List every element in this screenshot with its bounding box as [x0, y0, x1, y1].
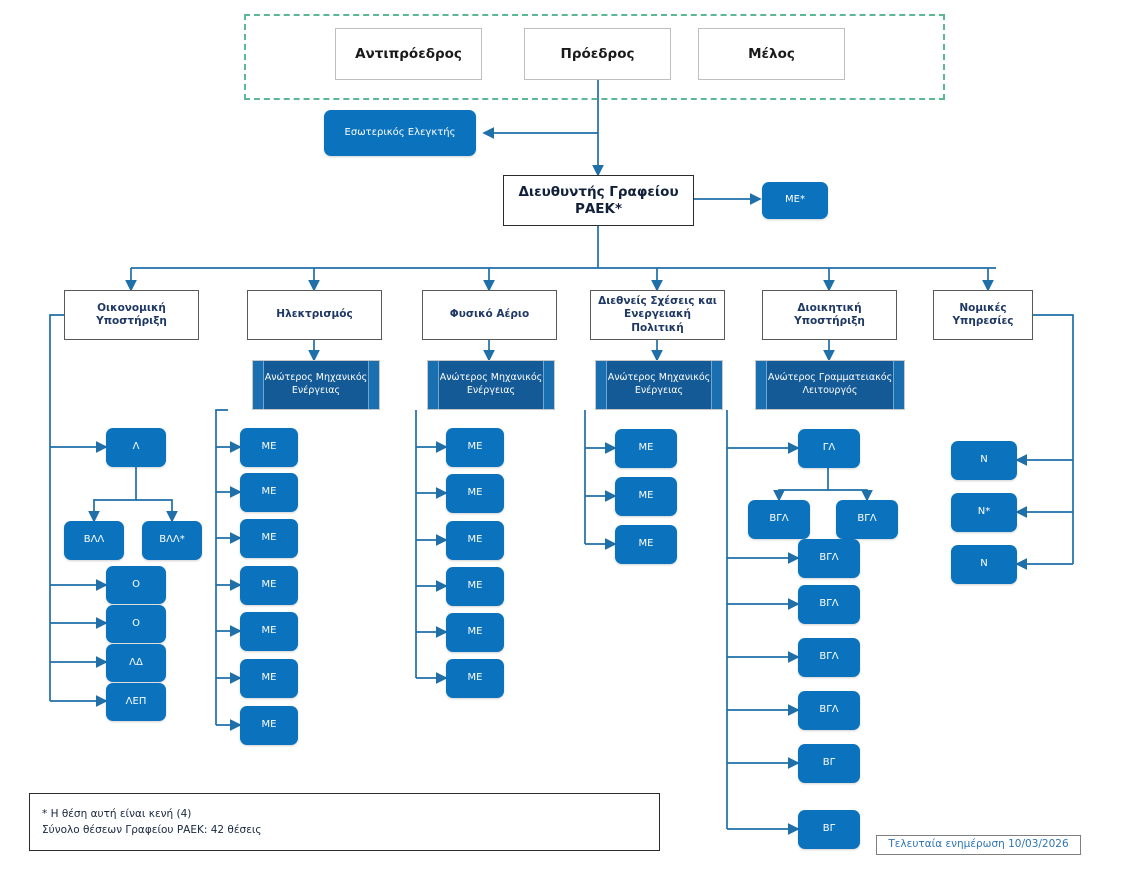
board-member-vice-chair[interactable]: Αντιπρόεδρος [335, 28, 482, 80]
gas-staff-box-5[interactable]: ΜΕ [446, 613, 504, 652]
department-box-administrative-support[interactable]: Διοικητική Υποστήριξη [762, 290, 897, 340]
legal-staff-box-2[interactable]: Ν* [951, 493, 1017, 532]
finance-staff-box-1[interactable]: Ο [106, 566, 166, 604]
electricity-staff-box-2[interactable]: ΜΕ [240, 473, 298, 512]
gas-staff-box-3[interactable]: ΜΕ [446, 521, 504, 560]
senior-banner-electricity[interactable]: Ανώτερος Μηχανικός Ενέργειας [252, 360, 380, 410]
electricity-staff-box-3[interactable]: ΜΕ [240, 519, 298, 558]
finance-head-child-box-2[interactable]: ΒΛΛ* [142, 521, 202, 560]
department-box-gas[interactable]: Φυσικό Αέριο [422, 290, 557, 340]
electricity-staff-box-5[interactable]: ΜΕ [240, 612, 298, 651]
last-updated-stamp: Τελευταία ενημέρωση 10/03/2026 [876, 835, 1081, 855]
legal-staff-box-1[interactable]: Ν [951, 441, 1017, 480]
finance-head-child-box-1[interactable]: ΒΛΛ [64, 521, 124, 560]
senior-banner-gas[interactable]: Ανώτερος Μηχανικός Ενέργειας [427, 360, 555, 410]
admin-head-box[interactable]: ΓΛ [798, 429, 860, 468]
admin-staff-box-1[interactable]: ΒΓΛ [798, 539, 860, 578]
admin-staff-box-6[interactable]: ΒΓ [798, 810, 860, 849]
electricity-staff-box-7[interactable]: ΜΕ [240, 706, 298, 745]
director-box[interactable]: Διευθυντής Γραφείου ΡΑΕΚ* [503, 175, 694, 226]
senior-banner-electricity-label: Ανώτερος Μηχανικός Ενέργειας [264, 372, 368, 396]
director-assistant-box[interactable]: ΜΕ* [762, 182, 828, 219]
department-box-finance[interactable]: Οικονομική Υποστήριξη [64, 290, 199, 340]
electricity-staff-box-1[interactable]: ΜΕ [240, 428, 298, 467]
admin-staff-box-3[interactable]: ΒΓΛ [798, 638, 860, 677]
board-member-chair[interactable]: Πρόεδρος [524, 28, 671, 80]
electricity-staff-box-4[interactable]: ΜΕ [240, 566, 298, 605]
admin-head-child-box-2[interactable]: ΒΓΛ [836, 500, 898, 539]
senior-banner-international[interactable]: Ανώτερος Μηχανικός Ενέργειας [595, 360, 723, 410]
finance-staff-box-4[interactable]: ΛΕΠ [106, 683, 166, 721]
legal-staff-box-3[interactable]: Ν [951, 545, 1017, 584]
international-staff-box-2[interactable]: ΜΕ [615, 477, 677, 516]
admin-staff-box-2[interactable]: ΒΓΛ [798, 585, 860, 624]
gas-staff-box-6[interactable]: ΜΕ [446, 659, 504, 698]
footnote-box: * Η θέση αυτή είναι κενή (4) Σύνολο θέσε… [29, 793, 660, 851]
department-box-international-relations[interactable]: Διεθνείς Σχέσεις και Ενεργειακή Πολιτική [590, 290, 725, 340]
gas-staff-box-4[interactable]: ΜΕ [446, 567, 504, 606]
department-box-electricity[interactable]: Ηλεκτρισμός [247, 290, 382, 340]
finance-staff-box-3[interactable]: ΛΔ [106, 644, 166, 682]
department-box-legal-services[interactable]: Νομικές Υπηρεσίες [933, 290, 1033, 340]
electricity-staff-box-6[interactable]: ΜΕ [240, 659, 298, 698]
finance-staff-box-2[interactable]: Ο [106, 605, 166, 643]
gas-staff-box-1[interactable]: ΜΕ [446, 428, 504, 467]
senior-banner-international-label: Ανώτερος Μηχανικός Ενέργειας [607, 372, 711, 396]
board-container [244, 14, 945, 100]
senior-banner-gas-label: Ανώτερος Μηχανικός Ενέργειας [439, 372, 543, 396]
footnote-line-1: * Η θέση αυτή είναι κενή (4) [42, 807, 192, 820]
gas-staff-box-2[interactable]: ΜΕ [446, 474, 504, 513]
admin-staff-box-4[interactable]: ΒΓΛ [798, 691, 860, 730]
admin-head-child-box-1[interactable]: ΒΓΛ [748, 500, 810, 539]
finance-head-box[interactable]: Λ [106, 428, 166, 467]
admin-staff-box-5[interactable]: ΒΓ [798, 744, 860, 783]
senior-banner-administrative[interactable]: Ανώτερος Γραμματειακός Λειτουργός [755, 360, 905, 410]
senior-banner-administrative-label: Ανώτερος Γραμματειακός Λειτουργός [767, 372, 893, 396]
footnote-line-2: Σύνολο θέσεων Γραφείου ΡΑΕΚ: 42 θέσεις [42, 824, 262, 836]
international-staff-box-1[interactable]: ΜΕ [615, 429, 677, 468]
board-member-member[interactable]: Μέλος [698, 28, 845, 80]
international-staff-box-3[interactable]: ΜΕ [615, 525, 677, 564]
internal-auditor-box[interactable]: Εσωτερικός Ελεγκτής [324, 110, 476, 156]
